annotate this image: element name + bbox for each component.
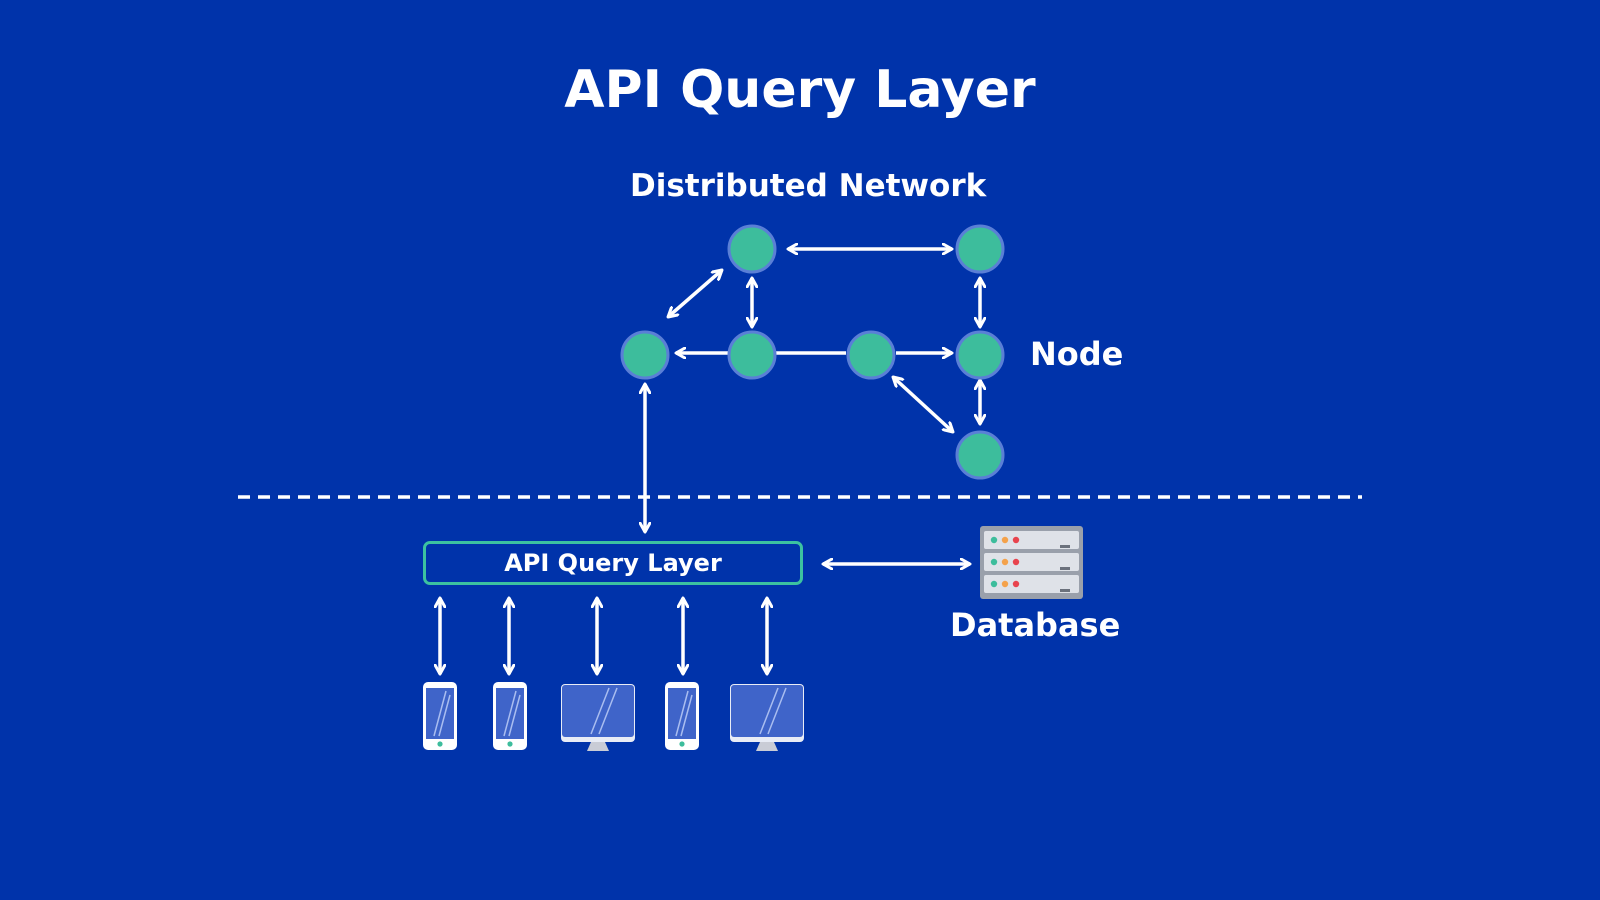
device-arrows — [440, 598, 767, 674]
desktop-monitor-icon — [730, 684, 804, 751]
network-node — [727, 330, 777, 380]
smartphone-icon — [423, 682, 457, 750]
page-title: API Query Layer — [564, 60, 1036, 120]
api-query-layer-box: API Query Layer — [423, 541, 803, 585]
network-node — [846, 330, 896, 380]
network-node — [620, 330, 670, 380]
server-rack-icon — [980, 526, 1083, 599]
node-label: Node — [1030, 335, 1124, 373]
database-label: Database — [950, 606, 1121, 644]
smartphone-icon — [493, 682, 527, 750]
connection-arrow — [893, 377, 953, 432]
connection-arrow — [668, 270, 722, 317]
network-label: Distributed Network — [630, 168, 987, 204]
network-connections — [645, 249, 980, 532]
smartphone-icon — [665, 682, 699, 750]
network-node — [955, 430, 1005, 480]
network-node — [955, 224, 1005, 274]
network-node — [727, 224, 777, 274]
api-query-layer-label: API Query Layer — [504, 549, 722, 577]
desktop-monitor-icon — [561, 684, 635, 751]
network-nodes — [620, 224, 1005, 480]
network-node — [955, 330, 1005, 380]
